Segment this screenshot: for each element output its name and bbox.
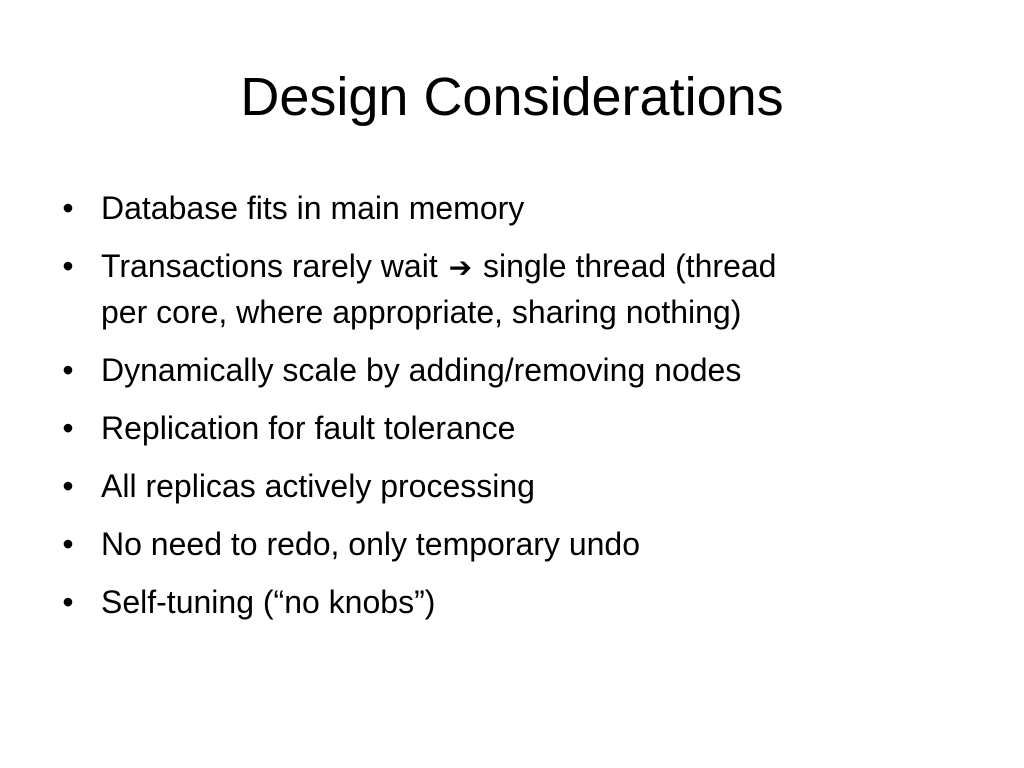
bullet-marker: • xyxy=(62,352,74,388)
bullet-item: • Database fits in main memory xyxy=(58,186,978,231)
arrow-right-icon: ➔ xyxy=(448,251,473,284)
bullet-marker: • xyxy=(62,190,74,226)
bullet-text-continuation: per core, where appropriate, sharing not… xyxy=(101,294,742,330)
bullet-marker: • xyxy=(62,584,74,620)
bullet-text: Replication for fault tolerance xyxy=(101,410,516,446)
bullet-text: Database fits in main memory xyxy=(101,190,525,226)
bullet-item: • Self-tuning (“no knobs”) xyxy=(58,580,978,625)
bullet-marker: • xyxy=(62,526,74,562)
bullet-item: • Dynamically scale by adding/removing n… xyxy=(58,348,978,393)
bullet-item: • Replication for fault tolerance xyxy=(58,406,978,451)
bullet-text-end: single thread (thread xyxy=(474,248,777,284)
bullet-item: • All replicas actively processing xyxy=(58,464,978,509)
slide-title: Design Considerations xyxy=(240,67,784,127)
bullet-marker: • xyxy=(62,468,74,504)
bullet-text: No need to redo, only temporary undo xyxy=(101,526,640,562)
bullet-marker: • xyxy=(62,410,74,446)
bullet-list: • Database fits in main memory • Transac… xyxy=(58,186,978,638)
bullet-item: • No need to redo, only temporary undo xyxy=(58,522,978,567)
bullet-text: Self-tuning (“no knobs”) xyxy=(101,584,436,620)
bullet-marker: • xyxy=(62,248,74,284)
bullet-item: • Transactions rarely wait ➔ single thre… xyxy=(58,244,978,335)
bullet-text: All replicas actively processing xyxy=(101,468,535,504)
bullet-text-start: Transactions rarely wait xyxy=(101,248,447,284)
bullet-text: Dynamically scale by adding/removing nod… xyxy=(101,352,742,388)
